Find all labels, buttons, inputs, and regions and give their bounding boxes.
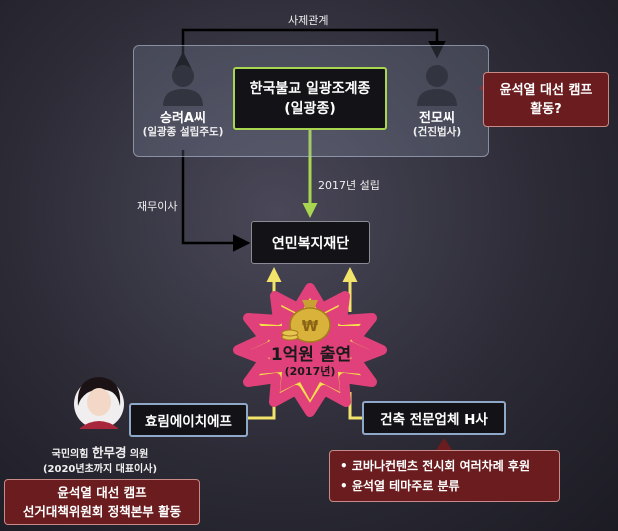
han-title: 국민의힘 한무경 의원 [40,442,160,461]
relation-connector [174,28,446,69]
director-label: 재무이사 [137,200,178,213]
han-suffix: 의원 [126,449,149,460]
donation-amount: 1억원 출연 [270,345,352,365]
order-name-line2: (일광종) [284,100,336,117]
jeon-name: 전모씨 [419,111,455,126]
order-box: 한국불교 일광조계종 (일광종) [233,67,387,130]
notes-pointer [436,438,452,450]
han-callout: 윤석열 대선 캠프 선거대책위원회 정책본부 활동 [4,479,200,525]
svg-text:₩: ₩ [302,317,319,335]
company-h-box: 건축 전문업체 H사 [362,401,506,435]
han-callout-line2: 선거대책위원회 정책본부 활동 [22,504,182,519]
han-callout-line1: 윤석열 대선 캠프 [57,485,147,500]
foundation-name: 연민복지재단 [271,235,350,252]
director-connector [181,150,251,252]
donation-year: (2017년) [284,365,336,378]
hyorim-name: 효림에이치에프 [145,414,232,430]
han-portrait [74,377,124,429]
jeon-callout: 윤석열 대선 캠프 활동? [483,72,609,127]
company-h-note-1: • 코바나컨텐츠 전시회 여러차례 후원 [340,459,530,473]
jeon-callout-line1: 윤석열 대선 캠프 [499,82,593,98]
han-role: (2020년초까지 대표이사) [42,464,158,475]
jeon-role: (건진법사) [412,126,462,138]
company-h-connector [348,392,362,420]
company-h-name: 건축 전문업체 H사 [380,412,488,428]
establishment-label: 2017년 설립 [318,179,380,192]
hyorim-box: 효림에이치에프 [129,403,248,437]
money-bag-icon: ₩ [281,300,331,343]
monk-a-name: 승려A씨 [160,111,206,126]
han-name: 한무경 [91,445,127,460]
company-h-notes: • 코바나컨텐츠 전시회 여러차례 후원 • 윤석열 테마주로 분류 [329,450,560,502]
foundation-box: 연민복지재단 [251,221,370,264]
order-name-line1: 한국불교 일광조계종 [249,80,371,97]
han-party: 국민의힘 [51,449,92,460]
jeon-callout-line2: 활동? [530,101,562,117]
monk-a-role: (일광종 설립주도) [142,126,224,138]
person-icon [417,65,457,106]
person-icon [163,65,203,106]
company-h-note-2: • 윤석열 테마주로 분류 [340,479,460,493]
relation-label: 사제관계 [288,14,329,27]
